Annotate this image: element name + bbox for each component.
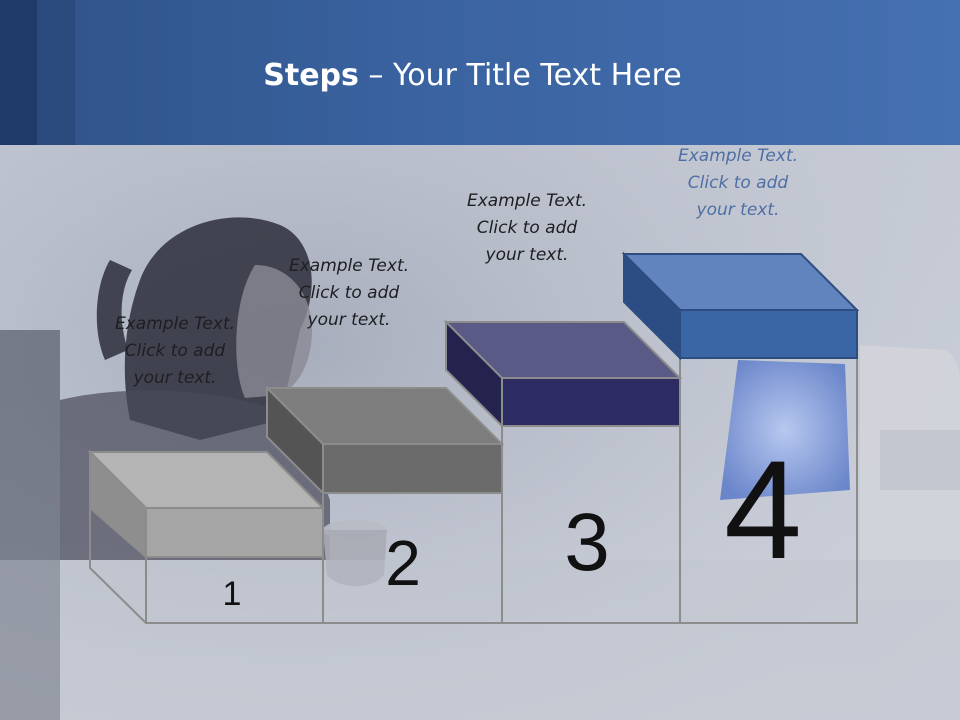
step-number-3: 3: [564, 497, 610, 588]
step-block-2: [264, 385, 505, 496]
step-label-2-line: Example Text.: [288, 256, 410, 276]
step-label-3-line: Click to add: [476, 218, 578, 238]
step-block-1: [87, 449, 326, 560]
step-label-4-line: Click to add: [687, 173, 789, 193]
step-label-2[interactable]: Example Text. Click to add your text.: [254, 253, 444, 334]
step-label-2-line: your text.: [307, 310, 391, 330]
step-label-3-line: your text.: [485, 245, 569, 265]
step-number-2: 2: [385, 527, 421, 599]
slide-title[interactable]: Steps – Your Title Text Here: [0, 56, 945, 96]
step-number-1: 1: [223, 575, 242, 613]
step-label-2-line: Click to add: [298, 283, 400, 303]
step-label-4-line: your text.: [696, 200, 780, 220]
step-label-1[interactable]: Example Text. Click to add your text.: [80, 311, 270, 392]
header-stripe: [37, 0, 75, 145]
slide-title-text: – Your Title Text Here: [358, 58, 682, 93]
step-block-3: [443, 319, 683, 429]
header-stripe: [0, 0, 37, 145]
step-side-1: [89, 508, 147, 624]
step-label-3[interactable]: Example Text. Click to add your text.: [432, 188, 622, 269]
slide-title-bold: Steps: [263, 58, 359, 93]
step-label-1-line: your text.: [133, 368, 217, 388]
title-bar: [0, 0, 960, 145]
step-label-3-line: Example Text.: [466, 191, 588, 211]
step-column-4: [679, 358, 858, 624]
step-label-4-line: Example Text.: [677, 146, 799, 166]
step-number-4: 4: [724, 431, 802, 588]
step-block-4: [621, 251, 860, 361]
step-label-1-line: Click to add: [124, 341, 226, 361]
step-label-1-line: Example Text.: [114, 314, 236, 334]
step-label-4[interactable]: Example Text. Click to add your text.: [643, 143, 833, 224]
